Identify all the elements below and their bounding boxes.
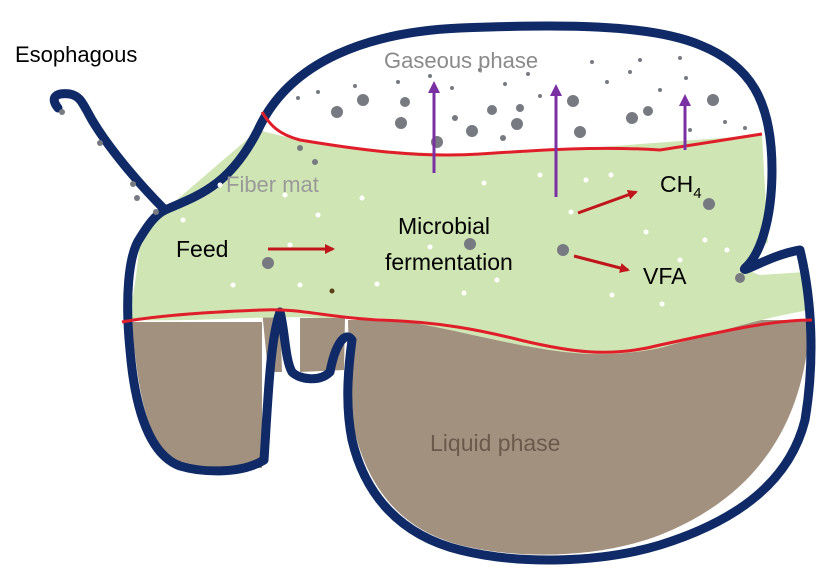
- esophagus-tube: [54, 94, 165, 210]
- feed-particle: [330, 289, 335, 294]
- gaseous-phase-label: Gaseous phase: [384, 48, 538, 73]
- vfa-label: VFA: [643, 263, 687, 289]
- fermentation-label: fermentation: [385, 249, 513, 275]
- microbial-label: Microbial: [398, 213, 490, 239]
- feed-label: Feed: [176, 236, 228, 262]
- fiber-mat-label: Fiber mat: [226, 172, 319, 197]
- liquid-phase-label: Liquid phase: [430, 430, 560, 456]
- esophagous-label: Esophagous: [15, 42, 137, 67]
